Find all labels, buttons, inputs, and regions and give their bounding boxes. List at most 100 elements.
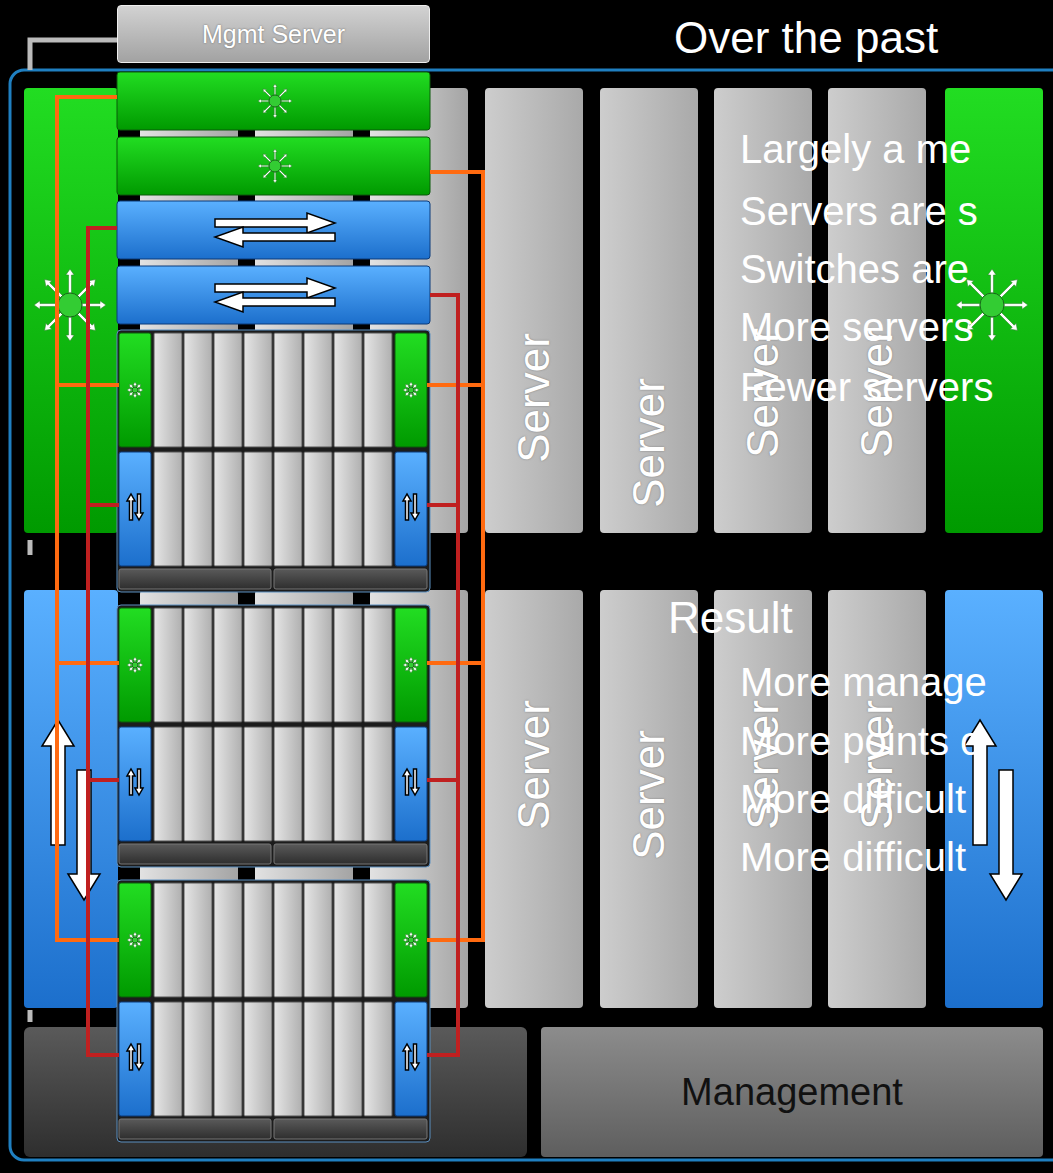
blade-server bbox=[334, 608, 362, 722]
switch-module bbox=[395, 883, 427, 997]
server-column: Server bbox=[485, 88, 583, 533]
switch-icon bbox=[127, 382, 143, 398]
blade-chassis bbox=[117, 880, 430, 1142]
blade-server bbox=[334, 1002, 362, 1116]
blade-server bbox=[184, 333, 212, 447]
bullet-text: Largely a me bbox=[740, 127, 971, 171]
management-server: Mgmt Server bbox=[117, 5, 430, 63]
blade-server bbox=[184, 727, 212, 841]
down-arrow bbox=[135, 494, 143, 520]
bullet-text: More difficult bbox=[740, 835, 966, 879]
chassis-base bbox=[119, 844, 271, 864]
up-arrow bbox=[403, 769, 411, 795]
chassis-base bbox=[119, 569, 271, 589]
storage-switch bbox=[117, 201, 430, 259]
pod-outline bbox=[10, 70, 1053, 1160]
bullet-text: Fewer servers bbox=[740, 365, 993, 409]
bullet-text: Switches are bbox=[740, 247, 969, 291]
blade-server bbox=[154, 1002, 182, 1116]
blade-server bbox=[334, 727, 362, 841]
chassis-base bbox=[119, 1119, 271, 1139]
up-arrow bbox=[127, 1044, 135, 1070]
switch-panel bbox=[24, 88, 118, 533]
bracket bbox=[30, 40, 117, 70]
blade-server bbox=[244, 1002, 272, 1116]
down-arrow bbox=[411, 769, 419, 795]
storage-module bbox=[119, 1002, 151, 1116]
switch-module bbox=[119, 883, 151, 997]
blade-server bbox=[154, 333, 182, 447]
blade-server bbox=[274, 727, 302, 841]
blade-server bbox=[214, 727, 242, 841]
switch-module bbox=[119, 333, 151, 447]
blade-server bbox=[274, 608, 302, 722]
switch-icon bbox=[258, 149, 292, 183]
chassis-base bbox=[274, 1119, 427, 1139]
blade-server bbox=[184, 452, 212, 566]
blade-server bbox=[304, 452, 332, 566]
server-label: Server bbox=[509, 333, 559, 463]
blade-server bbox=[364, 883, 392, 997]
down-arrow bbox=[990, 770, 1022, 900]
network-switch bbox=[117, 72, 430, 130]
down-arrow bbox=[68, 770, 100, 900]
slide-heading: Result bbox=[668, 594, 793, 642]
storage-module bbox=[395, 452, 427, 566]
blade-server bbox=[154, 727, 182, 841]
storage-module bbox=[395, 727, 427, 841]
blade-chassis bbox=[117, 330, 430, 592]
blade-server bbox=[364, 1002, 392, 1116]
up-arrow bbox=[127, 494, 135, 520]
storage-switch-panel bbox=[24, 590, 118, 1008]
switch-icon bbox=[127, 932, 143, 948]
server-label: Server bbox=[624, 730, 674, 860]
bullet-text: More difficult bbox=[740, 777, 966, 821]
up-arrow bbox=[403, 494, 411, 520]
left-arrow bbox=[215, 292, 335, 312]
node-label: Mgmt Server bbox=[202, 20, 345, 49]
server-column: Server bbox=[600, 88, 698, 533]
blade-server bbox=[274, 1002, 302, 1116]
blade-server bbox=[304, 883, 332, 997]
up-arrow bbox=[127, 769, 135, 795]
blade-server bbox=[274, 883, 302, 997]
storage-module bbox=[395, 1002, 427, 1116]
chassis-base bbox=[274, 569, 427, 589]
switch-icon bbox=[258, 84, 292, 118]
blade-server bbox=[214, 608, 242, 722]
storage-module bbox=[119, 727, 151, 841]
bullet-text: More servers bbox=[740, 305, 973, 349]
bracket bbox=[28, 540, 33, 1022]
switch-icon bbox=[403, 932, 419, 948]
blade-server bbox=[304, 608, 332, 722]
blade-server bbox=[214, 452, 242, 566]
blade-server bbox=[334, 883, 362, 997]
blade-server bbox=[154, 883, 182, 997]
storage-module bbox=[119, 452, 151, 566]
switch-module bbox=[119, 608, 151, 722]
bullet-text: Servers are s bbox=[740, 189, 978, 233]
blade-server bbox=[184, 608, 212, 722]
blade-server bbox=[334, 452, 362, 566]
cable bbox=[427, 172, 483, 940]
down-arrow bbox=[411, 494, 419, 520]
blade-server bbox=[304, 727, 332, 841]
node-label: Management bbox=[681, 1071, 903, 1114]
cable bbox=[88, 228, 119, 1055]
network-switch bbox=[117, 137, 430, 195]
blade-server bbox=[154, 452, 182, 566]
blade-server bbox=[184, 883, 212, 997]
blade-server bbox=[304, 333, 332, 447]
switch-icon bbox=[403, 382, 419, 398]
down-arrow bbox=[135, 1044, 143, 1070]
blade-server bbox=[214, 883, 242, 997]
switch-icon bbox=[403, 657, 419, 673]
slide-heading: Over the past bbox=[670, 14, 942, 62]
switch-module bbox=[395, 608, 427, 722]
blade-server bbox=[244, 727, 272, 841]
blade-chassis bbox=[117, 605, 430, 867]
blade-server bbox=[244, 452, 272, 566]
bullet-text: More points o bbox=[740, 719, 982, 763]
management-bar: Management bbox=[541, 1027, 1043, 1157]
